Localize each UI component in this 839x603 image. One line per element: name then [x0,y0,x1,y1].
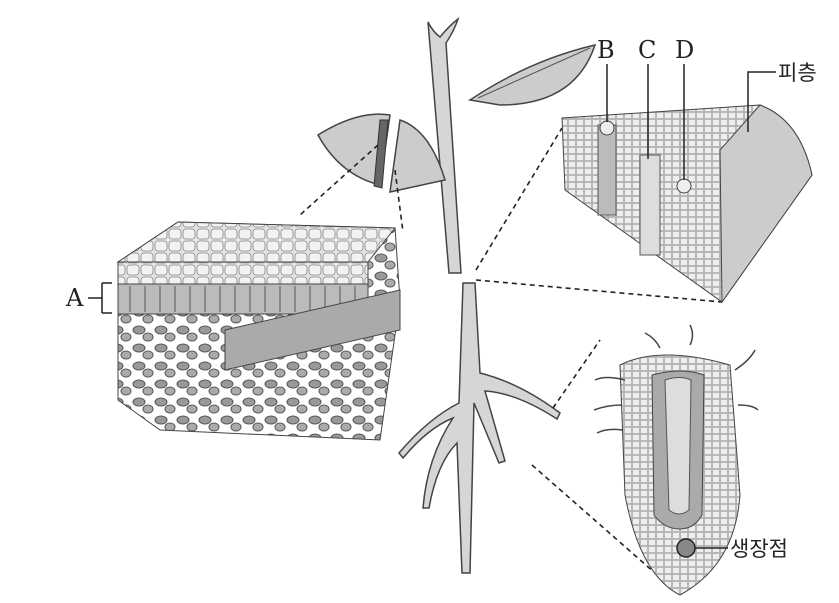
plant-stem [398,16,561,574]
label-c: C [638,36,656,159]
label-growth-point: 생장점 [695,537,788,561]
stem-cross-section [561,104,813,304]
svg-text:생장점: 생장점 [730,537,788,561]
label-a: A [65,282,112,314]
svg-text:B: B [597,36,615,64]
root-tip-section [593,324,759,596]
label-cortex: 피층 [747,61,817,132]
leaf-upper [468,43,597,106]
svg-text:C: C [638,36,656,64]
svg-text:A: A [65,284,84,312]
leaf-cut [317,113,446,193]
label-d: D [675,36,694,180]
svg-text:피층: 피층 [778,61,817,85]
label-b: B [597,36,615,122]
leaf-cross-section [116,221,401,441]
svg-text:D: D [675,36,694,64]
